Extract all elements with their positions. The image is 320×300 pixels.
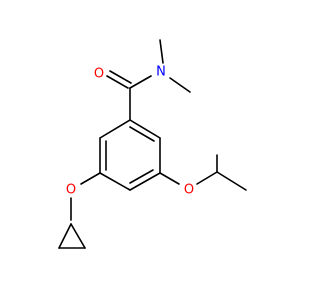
carbonyl-double-bond	[106, 75, 129, 89]
atom-n-amide: N	[156, 65, 166, 80]
ring-double-bond	[129, 126, 155, 142]
carbonyl-double-bond	[109, 70, 132, 84]
cyclopropyl-bond	[70, 223, 86, 249]
atom-o-isopropoxy: O	[184, 183, 194, 198]
canvas-background	[0, 0, 300, 300]
cyclopropoxy-group: O	[58, 172, 101, 249]
ring-bond	[129, 119, 161, 139]
carbonyl-n-bond	[129, 75, 152, 89]
atom-o-cyclopropoxy: O	[66, 183, 76, 198]
aryl-o-bond	[80, 172, 101, 185]
benzene-ring	[99, 119, 161, 191]
isopropyl-methyl-bond	[216, 171, 247, 191]
amide-group: O N	[94, 39, 191, 121]
cyclopropyl-bond	[58, 223, 72, 249]
n-methyl-bond	[159, 39, 164, 64]
ring-bond	[99, 172, 131, 191]
atom-o-carbonyl: O	[94, 67, 104, 82]
molecule-structure: O N O O	[0, 0, 300, 300]
n-methyl-bond	[169, 77, 191, 93]
ring-bond	[129, 172, 161, 191]
aryl-o-bond	[159, 172, 180, 185]
isopropoxy-group: O	[159, 154, 247, 198]
ring-double-bond	[129, 169, 154, 184]
ring-bond	[99, 119, 131, 139]
o-ch-bond	[196, 171, 218, 185]
